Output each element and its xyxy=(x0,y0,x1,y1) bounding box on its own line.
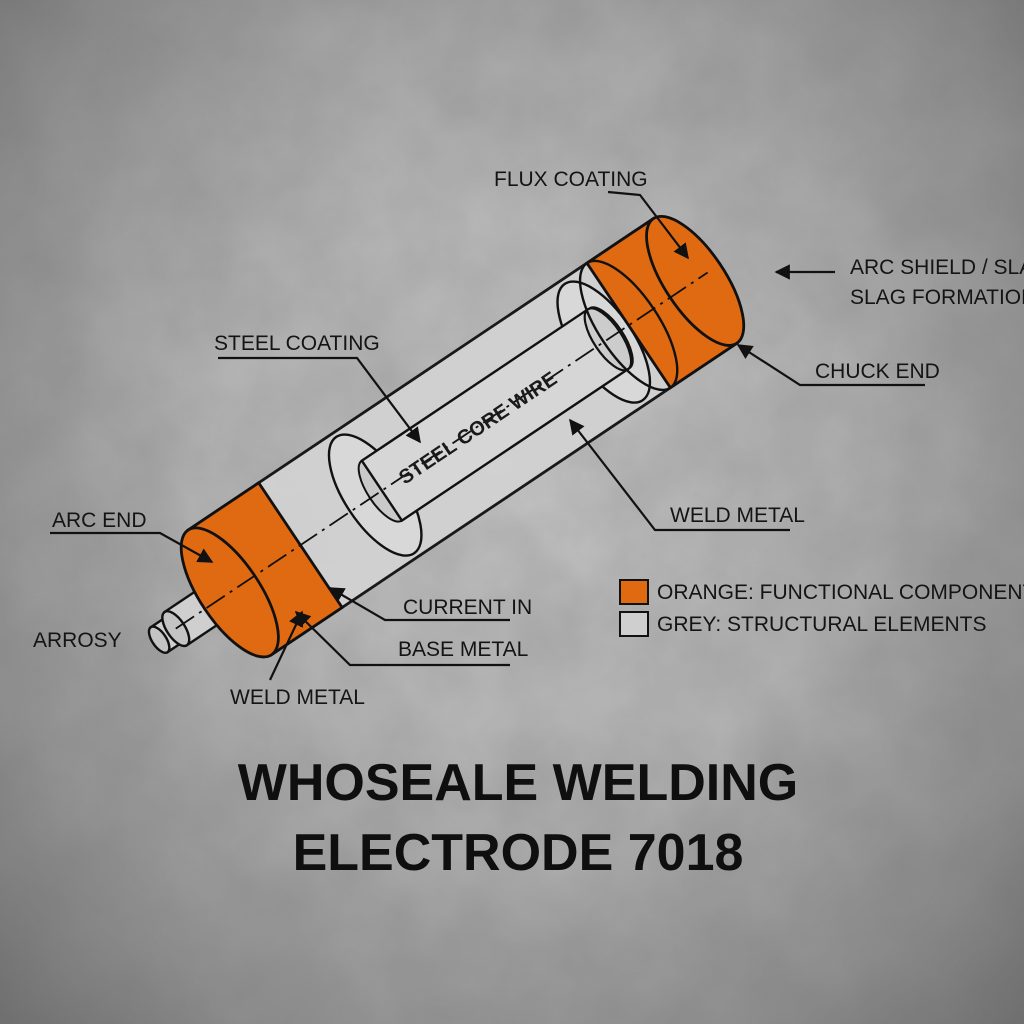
label-current-in: CURRENT IN xyxy=(403,596,532,619)
title-line-1: WHOSEALE WELDING xyxy=(238,754,798,812)
leader-weld-metal-bottom xyxy=(269,610,304,681)
leader-chuck-end xyxy=(736,344,925,387)
legend: ORANGE: FUNCTIONAL COMPONENTS GREY: STRU… xyxy=(619,579,1024,637)
tip-end xyxy=(147,625,171,654)
title-line-2: ELECTRODE 7018 xyxy=(293,824,744,882)
legend-swatch-orange xyxy=(619,579,649,605)
leader-current-in xyxy=(328,587,510,622)
center-axis xyxy=(175,271,709,630)
label-chuck-end: CHUCK END xyxy=(815,360,940,383)
label-slag-formation: SLAG FORMATION xyxy=(850,286,1024,309)
label-base-metal: BASE METAL xyxy=(398,638,528,661)
label-weld-metal-bottom: WELD METAL xyxy=(230,686,365,709)
leader-steel-coating xyxy=(218,356,421,444)
label-arc-end: ARC END xyxy=(52,509,147,532)
label-weld-metal-right: WELD METAL xyxy=(670,504,805,527)
label-arc-shield: ARC SHIELD / SLAG xyxy=(850,256,1024,279)
leader-lines xyxy=(50,190,925,681)
leader-weld-metal-right xyxy=(569,418,790,532)
leader-base-metal xyxy=(294,610,510,667)
leader-flux-coating xyxy=(607,190,689,260)
legend-swatch-grey xyxy=(619,611,649,637)
label-steel-coating: STEEL COATING xyxy=(214,332,380,355)
leader-arc-end xyxy=(50,531,214,563)
legend-label-grey: GREY: STRUCTURAL ELEMENTS xyxy=(657,613,986,636)
label-arrosy: ARROSY xyxy=(33,629,122,652)
label-flux-coating: FLUX COATING xyxy=(494,168,648,191)
legend-label-orange: ORANGE: FUNCTIONAL COMPONENTS xyxy=(657,581,1024,604)
